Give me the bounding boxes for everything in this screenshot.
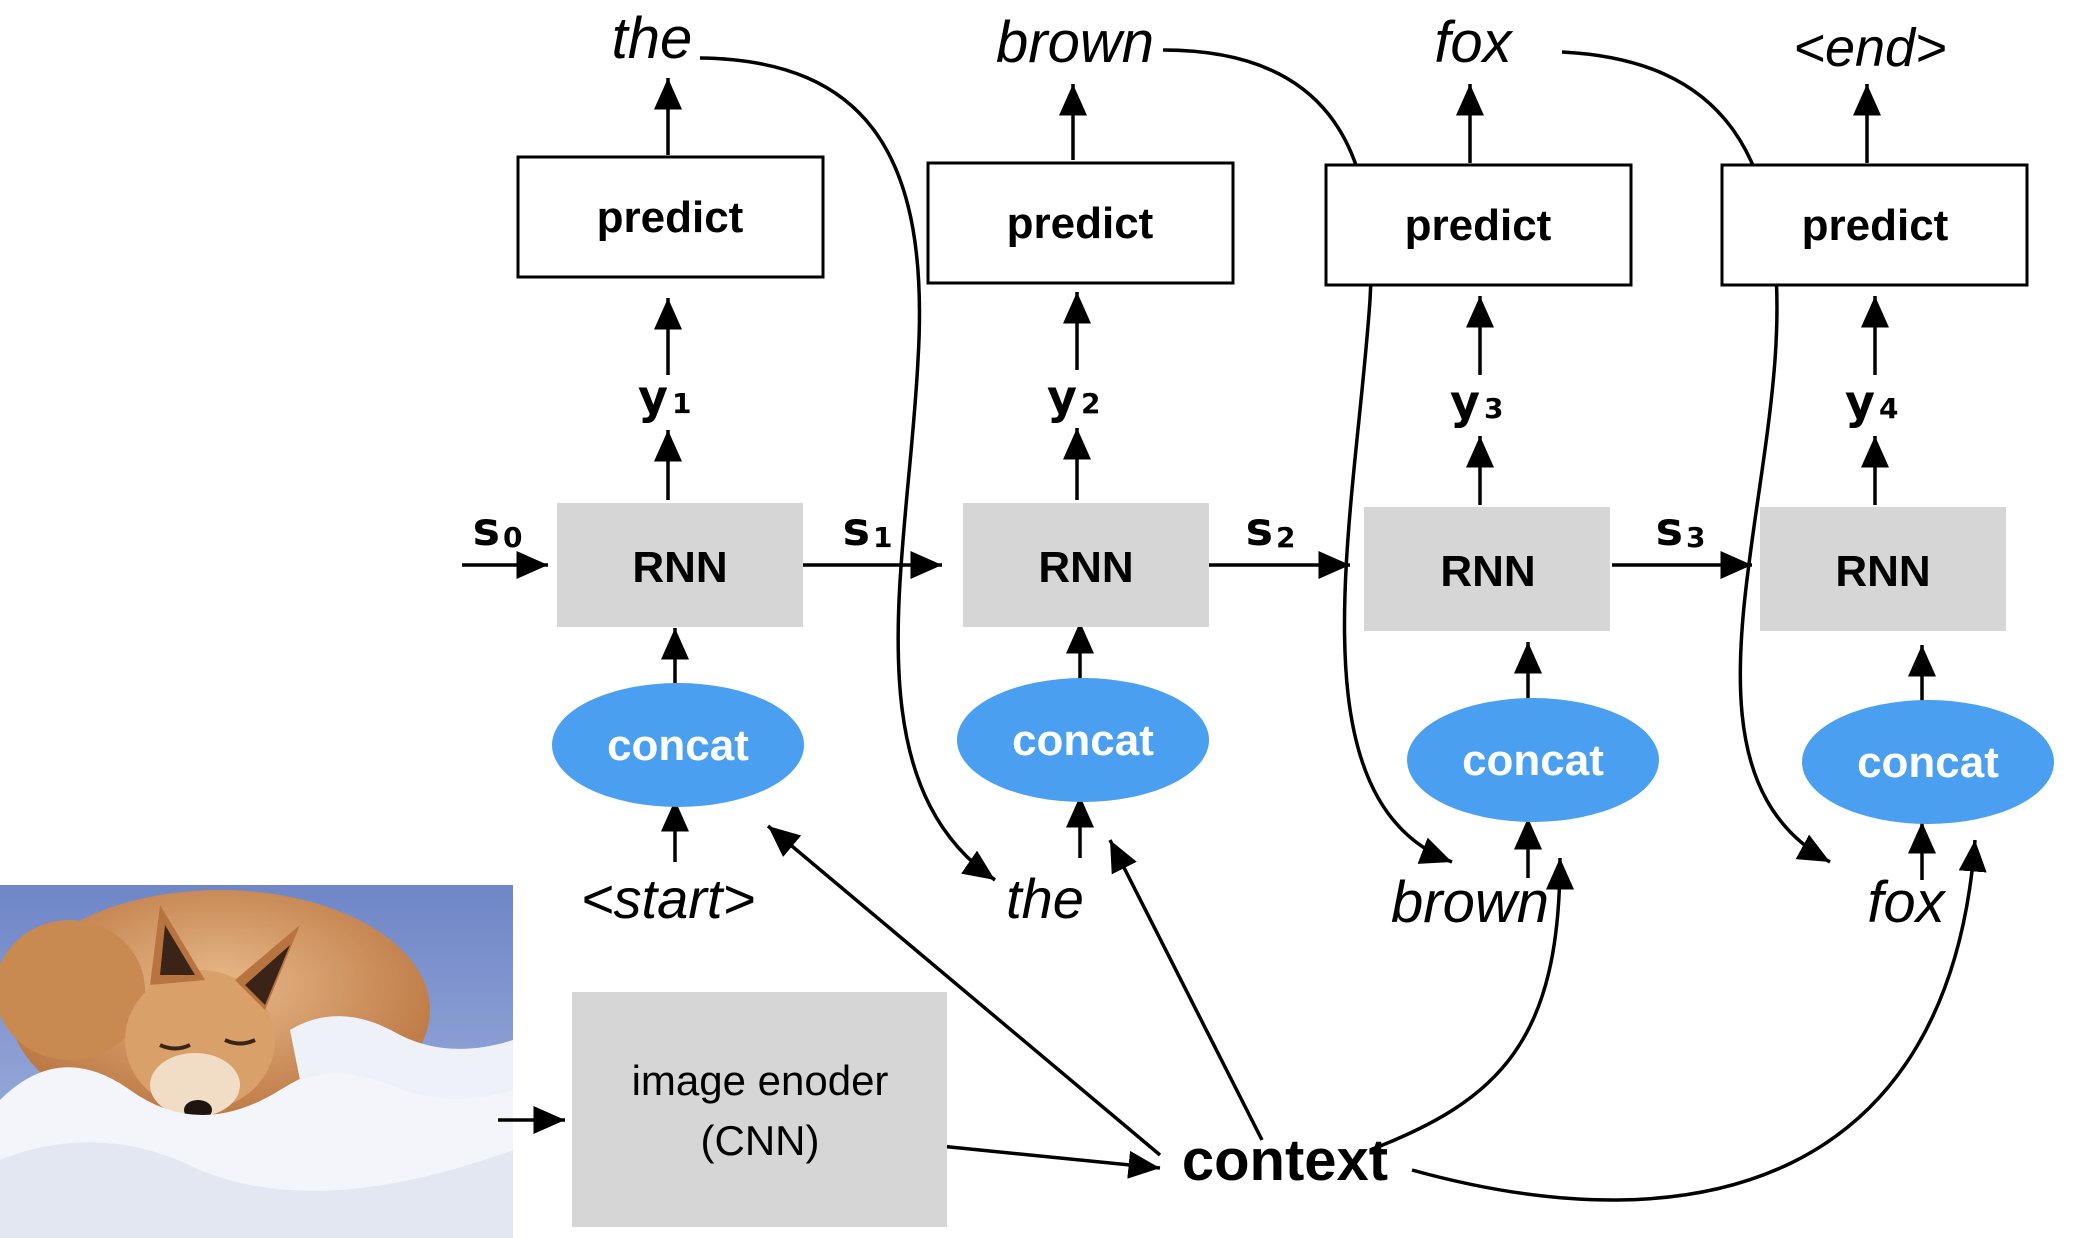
predict-label: predict xyxy=(1802,201,1949,250)
y-label: y xyxy=(1450,375,1480,429)
output-word: the xyxy=(612,6,693,71)
y-subscript: 4 xyxy=(1879,392,1898,425)
rnn-box xyxy=(963,503,1209,627)
state-label: s xyxy=(1656,502,1683,556)
encoder-label-line2: (CNN) xyxy=(701,1117,820,1164)
output-word: brown xyxy=(996,10,1154,75)
output-word: <end> xyxy=(1793,18,1946,78)
y-subscript: 1 xyxy=(672,387,691,420)
input-word: brown xyxy=(1391,870,1549,935)
predict-box xyxy=(926,161,1235,285)
y-subscript: 2 xyxy=(1081,387,1100,420)
rnn-label: RNN xyxy=(632,543,727,592)
concat-node xyxy=(1802,700,2054,824)
step-4: <end> predict y 4 RNN concat fox s 3 xyxy=(1656,18,2054,935)
state-label: s xyxy=(1246,502,1273,556)
y-label: y xyxy=(1047,370,1077,424)
rnn-box xyxy=(557,503,803,627)
predict-label: predict xyxy=(1007,199,1154,248)
state-subscript: 0 xyxy=(503,521,522,554)
context-arrows xyxy=(498,824,1987,1202)
rnn-label: RNN xyxy=(1835,547,1930,596)
predict-label: predict xyxy=(597,193,744,242)
rnn-box xyxy=(1760,507,2006,631)
rnn-label: RNN xyxy=(1038,543,1133,592)
concat-label: concat xyxy=(1857,738,1999,787)
concat-node xyxy=(957,678,1209,802)
feedback-curves xyxy=(699,48,1831,882)
step-2: brown predict y 2 RNN concat the s 1 xyxy=(843,10,1235,930)
step-3: fox predict y 3 RNN concat brown s 2 xyxy=(1246,10,1659,935)
input-word: fox xyxy=(1867,870,1946,935)
predict-label: predict xyxy=(1405,201,1552,250)
concat-node xyxy=(1407,698,1659,822)
image-encoder: image enoder (CNN) xyxy=(572,992,947,1227)
rnn-box xyxy=(1364,507,1610,631)
y-subscript: 3 xyxy=(1484,392,1503,425)
concat-label: concat xyxy=(1012,716,1154,765)
encoder-box xyxy=(572,992,947,1227)
rnn-label: RNN xyxy=(1440,547,1535,596)
fox-photo xyxy=(0,885,513,1238)
y-label: y xyxy=(1845,375,1875,429)
input-word: <start> xyxy=(581,867,755,930)
state-subscript: 2 xyxy=(1276,521,1295,554)
state-subscript: 1 xyxy=(873,521,892,554)
output-word: fox xyxy=(1434,10,1513,75)
vertical-arrows xyxy=(654,78,1936,880)
encoder-label-line1: image enoder xyxy=(632,1057,889,1104)
concat-label: concat xyxy=(1462,736,1604,785)
state-subscript: 3 xyxy=(1686,521,1705,554)
predict-box xyxy=(516,155,825,279)
predict-box xyxy=(1720,163,2029,287)
step-1: the predict y 1 RNN concat <start> s 0 xyxy=(473,6,825,930)
y-label: y xyxy=(638,370,668,424)
input-word: the xyxy=(1006,867,1084,930)
concat-label: concat xyxy=(607,721,749,770)
predict-box xyxy=(1324,163,1633,287)
context-label: context xyxy=(1182,1128,1388,1193)
state-label: s xyxy=(843,502,870,556)
state-label: s xyxy=(473,502,500,556)
concat-node xyxy=(552,683,804,807)
